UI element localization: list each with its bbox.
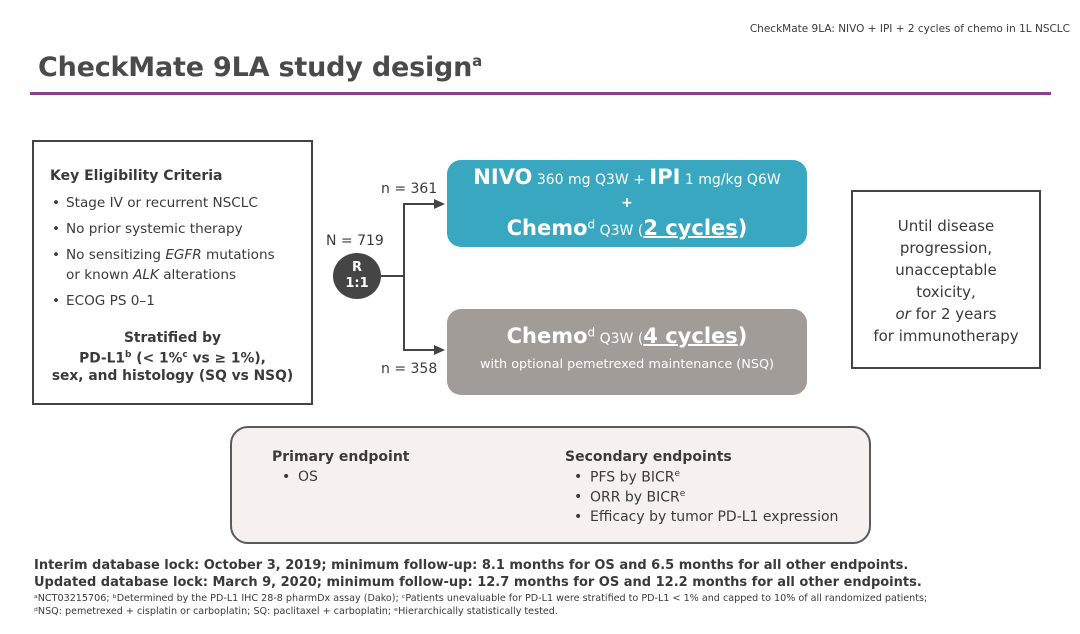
stratification: Stratified by PD-L1b (< 1%c vs ≥ 1%), se…: [34, 330, 311, 385]
primary-endpoint-os: • OS: [282, 469, 318, 485]
r-label: R: [351, 260, 362, 275]
bullet: •: [52, 221, 61, 237]
endpoint-text: ORR by BICR: [590, 489, 680, 506]
nivo-chemo-regimen: Chemod Q3W (2 cycles): [447, 216, 807, 240]
total-n: N = 719: [326, 233, 384, 249]
criterion-egfr: • No sensitizing EGFR mutations: [52, 246, 275, 265]
until-line: unacceptable: [895, 261, 997, 279]
strat-ge1: vs ≥ 1%),: [187, 350, 266, 367]
chemo-regimen: Chemod Q3W (4 cycles): [447, 324, 807, 348]
bullet: •: [282, 469, 291, 485]
criterion-therapy: • No prior systemic therapy: [52, 220, 243, 239]
strat-lt1: (< 1%: [131, 350, 183, 367]
updated-lock-note: Updated database lock: March 9, 2020; mi…: [34, 575, 922, 590]
eligibility-heading: Key Eligibility Criteria: [50, 168, 223, 184]
connector-vertical: [403, 203, 405, 351]
cycles-2: 2 cycles: [643, 216, 738, 240]
gene-egfr: EGFR: [165, 247, 202, 263]
criterion-alk: or known ALK alterations: [66, 266, 236, 285]
until-or: or: [895, 305, 911, 323]
secondary-endpoint-pdl1: • Efficacy by tumor PD-L1 expression: [574, 509, 839, 525]
strat-line-2: PD-L1b (< 1%c vs ≥ 1%),: [34, 347, 311, 368]
until-line: or for 2 years: [851, 303, 1041, 325]
arrow-right-icon: [434, 345, 445, 355]
connector-bottom: [403, 349, 440, 351]
connector-horizontal: [381, 275, 404, 277]
criterion-text: Stage IV or recurrent NSCLC: [66, 195, 258, 211]
n-top: n = 361: [381, 181, 438, 197]
n-bottom: n = 358: [381, 361, 438, 377]
plus-sign: +: [621, 195, 633, 211]
criterion-text: alterations: [158, 267, 237, 283]
criterion-text: ECOG PS 0–1: [66, 293, 155, 309]
until-line: Until disease: [897, 217, 995, 235]
treatment-duration-box: [851, 190, 1041, 369]
sup-b: b: [125, 350, 132, 360]
criterion-text: No prior systemic therapy: [66, 221, 243, 237]
bullet: •: [52, 293, 61, 309]
sup-d: d: [587, 325, 596, 340]
arrow-right-icon: [434, 199, 445, 209]
primary-endpoint-heading: Primary endpoint: [272, 449, 410, 465]
bullet: •: [52, 195, 61, 211]
footnote-1: ᵃNCT03215706; ᵇDetermined by the PD-L1 I…: [34, 593, 928, 604]
criterion-stage: • Stage IV or recurrent NSCLC: [52, 194, 258, 213]
bullet: •: [574, 469, 583, 485]
cycles-4: 4 cycles: [643, 324, 738, 348]
sup-c: c: [182, 350, 188, 360]
bullet: •: [574, 489, 583, 505]
secondary-endpoint-orr: • ORR by BICRe: [574, 489, 686, 506]
endpoint-text: PFS by BICR: [590, 469, 675, 486]
endpoint-text: Efficacy by tumor PD-L1 expression: [590, 509, 839, 525]
secondary-endpoint-pfs: • PFS by BICRe: [574, 469, 680, 486]
connector-top: [403, 203, 440, 205]
chemo-arm: [447, 309, 807, 395]
endpoint-text: OS: [298, 469, 318, 485]
maintenance-note: with optional pemetrexed maintenance (NS…: [479, 357, 775, 372]
treatment-duration: Until disease progression, unacceptable …: [851, 215, 1041, 347]
until-years: for 2 years: [910, 305, 997, 323]
chemo-label: Chemo: [506, 216, 588, 240]
bullet: •: [574, 509, 583, 525]
interim-lock-note: Interim database lock: October 3, 2019; …: [34, 558, 909, 573]
nivo-dose: 360 mg Q3W +: [532, 172, 650, 188]
sup-e: e: [679, 489, 686, 499]
criterion-text: No sensitizing: [66, 247, 166, 263]
criterion-text: mutations: [201, 247, 275, 263]
schedule: Q3W (: [595, 331, 644, 347]
criterion-text: or known: [66, 267, 134, 283]
strat-line-1: Stratified by: [123, 330, 222, 346]
schedule: Q3W (: [595, 223, 644, 239]
close-paren: ): [737, 324, 748, 348]
sup-e: e: [674, 469, 680, 479]
until-line: toxicity,: [916, 283, 976, 301]
nivo-ipi-arm: [447, 160, 807, 247]
chemo-label: Chemo: [506, 324, 588, 348]
ipi-label: IPI: [649, 165, 681, 189]
footnote-2: ᵈNSQ: pemetrexed + cisplatin or carbopla…: [34, 606, 558, 617]
title-text: CheckMate 9LA study design: [38, 52, 473, 83]
title-superscript: a: [472, 52, 483, 70]
nivo-label: NIVO: [473, 165, 533, 189]
title-divider: [30, 92, 1051, 95]
gene-alk: ALK: [133, 267, 159, 283]
sup-d: d: [587, 217, 596, 232]
randomization-circle: R 1:1: [333, 253, 381, 299]
header-tag: CheckMate 9LA: NIVO + IPI + 2 cycles of …: [749, 23, 1070, 35]
until-line: progression,: [899, 239, 993, 257]
ipi-dose: 1 mg/kg Q6W: [680, 172, 781, 188]
until-line: for immunotherapy: [873, 327, 1019, 345]
strat-line-3: sex, and histology (SQ vs NSQ): [51, 367, 294, 384]
ratio-label: 1:1: [345, 276, 369, 291]
eligibility-box: [32, 140, 313, 405]
nivo-ipi-regimen: NIVO 360 mg Q3W + IPI 1 mg/kg Q6W: [447, 165, 807, 189]
secondary-endpoints-heading: Secondary endpoints: [565, 449, 732, 465]
strat-pdl1: PD-L1: [79, 350, 126, 367]
bullet: •: [52, 247, 61, 263]
criterion-ecog: • ECOG PS 0–1: [52, 292, 155, 311]
endpoints-box: [230, 426, 871, 544]
close-paren: ): [737, 216, 748, 240]
page-title: CheckMate 9LA study designa: [38, 52, 482, 83]
